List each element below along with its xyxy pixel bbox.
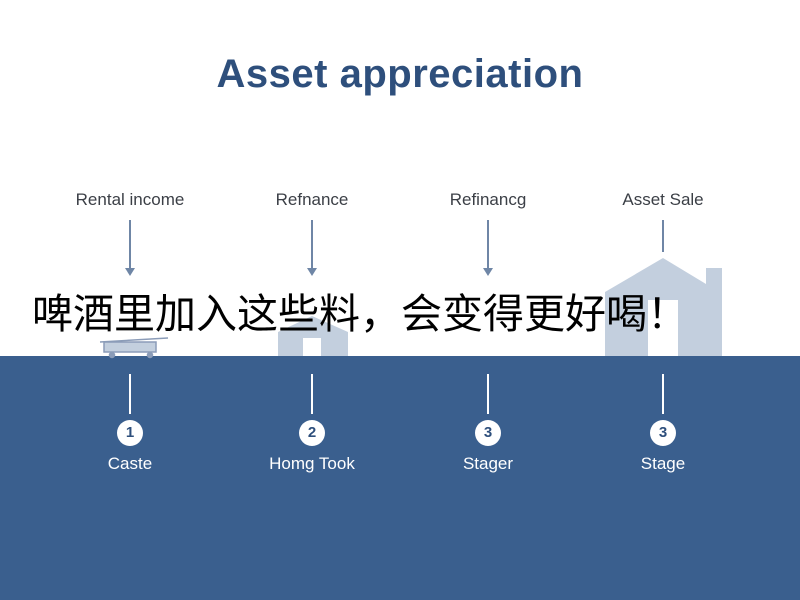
- stage-4-number: 3: [650, 420, 676, 446]
- stage-2-bottom-label: Homg Took: [269, 454, 355, 473]
- stage-2-number: 2: [299, 420, 325, 446]
- stage-3-number: 3: [475, 420, 501, 446]
- stage-2-top-label: Refnance: [275, 190, 349, 209]
- stage-4-bottom-label: Stage: [640, 454, 686, 473]
- house-icon: [278, 316, 348, 356]
- stage-1-bottom-label: Caste: [107, 454, 153, 473]
- stage-1-number: 1: [117, 420, 143, 446]
- building-icon: [605, 258, 722, 356]
- cart-icon: [99, 337, 169, 359]
- overlay-caption: 啤酒里加入这些料，会变得更好喝！: [32, 290, 688, 338]
- stage-3-top-label: Refinancg: [449, 190, 527, 209]
- arrow-down-icon: [125, 220, 135, 276]
- stage-4-top-label: Asset Sale: [622, 190, 704, 209]
- arrow-down-icon: [483, 220, 493, 276]
- bottom-band: [0, 356, 800, 600]
- stage-1-top-label: Rental income: [75, 190, 185, 209]
- arrow-down-icon: [307, 220, 317, 276]
- diagram-title: Asset appreciation: [216, 52, 584, 96]
- stage-3-bottom-label: Stager: [462, 454, 514, 473]
